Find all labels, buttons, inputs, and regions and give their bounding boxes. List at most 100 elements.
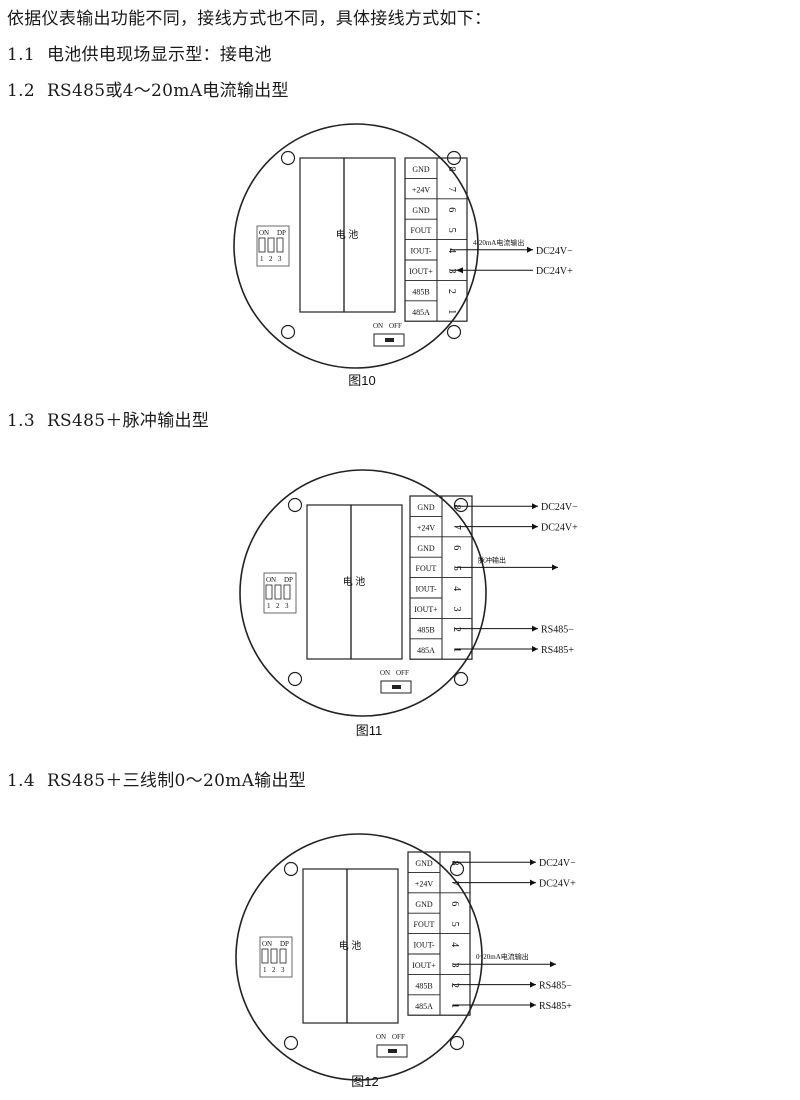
mounting-hole: [287, 497, 303, 513]
dip-number: 3: [281, 966, 285, 974]
battery-cell: [350, 504, 403, 660]
dip-number: 1: [260, 255, 264, 263]
terminal-number: 3: [449, 963, 460, 968]
terminal-number: 5: [446, 228, 457, 233]
dip-dp-label: DP: [284, 576, 293, 584]
terminal-number: 6: [449, 901, 460, 906]
power-switch: [376, 1044, 408, 1058]
terminal-number: 7: [446, 187, 457, 192]
terminal-label: IOUT-: [415, 585, 436, 594]
section-number: 1.2: [7, 81, 35, 101]
dip-number: 2: [272, 966, 276, 974]
mounting-hole: [280, 150, 296, 166]
dip-dp-label: DP: [277, 229, 286, 237]
terminal-number: 5: [449, 922, 460, 927]
terminal-number: 1: [451, 647, 462, 652]
arrow-head: [532, 503, 538, 510]
section-1-4: 1.4 RS485＋三线制0～20mA输出型: [7, 766, 306, 791]
terminal-label: GND: [417, 544, 435, 553]
terminal-number: 5: [451, 566, 462, 571]
terminal-label: GND: [415, 900, 433, 909]
dip-lever: [279, 948, 287, 964]
battery-label: 电 池: [336, 228, 359, 241]
terminal-label: 485B: [412, 287, 429, 296]
terminal-number: 6: [446, 207, 457, 212]
mounting-hole: [283, 861, 299, 877]
terminal-label: GND: [417, 503, 435, 512]
mounting-hole: [283, 1035, 299, 1051]
dip-number: 3: [278, 255, 282, 263]
terminal-number: 8: [451, 505, 462, 510]
wire-label: RS485−: [539, 981, 572, 992]
wire-label: RS485+: [539, 1001, 572, 1012]
arrow-head: [532, 625, 538, 632]
terminal-label: 485A: [417, 646, 435, 655]
dip-on-label: ON: [259, 229, 269, 237]
arrow-head: [532, 646, 538, 652]
terminal-number: 7: [451, 525, 462, 530]
board-outline: [239, 469, 487, 717]
battery-label: 电 池: [339, 939, 362, 952]
power-switch-knob: [392, 685, 401, 689]
switch-off-label: OFF: [392, 1033, 405, 1041]
section-number: 1.1: [7, 45, 35, 65]
section-title: RS485＋脉冲输出型: [46, 411, 210, 431]
dip-lever: [276, 237, 284, 253]
arrow-head: [530, 981, 536, 988]
figure-caption: 图11: [356, 723, 383, 738]
wire-label: RS485+: [541, 645, 574, 656]
dip-number: 3: [285, 602, 289, 610]
figure-caption: 图10: [348, 373, 375, 388]
wire-label: DC24V+: [536, 266, 573, 277]
terminal-number: 7: [449, 881, 460, 886]
terminal-label: +24V: [415, 879, 434, 888]
dip-number: 2: [276, 602, 280, 610]
terminal-number: 4: [446, 248, 457, 253]
dip-lever: [261, 948, 269, 964]
terminal-label: 485B: [415, 981, 432, 990]
switch-off-label: OFF: [396, 669, 409, 677]
power-switch-knob: [385, 338, 394, 342]
output-note: 0~20mA电流输出: [476, 952, 529, 961]
terminal-label: IOUT+: [414, 605, 438, 614]
arrow-head: [456, 267, 463, 274]
dip-lever: [283, 584, 291, 600]
terminal-number: 2: [451, 627, 462, 632]
terminal-label: 485B: [417, 625, 434, 634]
switch-on-label: ON: [380, 669, 390, 677]
dip-switch: [259, 936, 293, 978]
intro-text: 依据仪表输出功能不同，接线方式也不同，具体接线方式如下：: [7, 9, 492, 29]
wire-label: DC24V−: [536, 246, 573, 257]
figure-caption: 图12: [351, 1074, 378, 1089]
output-note: 4-20mA电流输出: [473, 238, 524, 247]
dip-on-label: ON: [266, 576, 276, 584]
section-title: RS485＋三线制0～20mA输出型: [46, 771, 307, 791]
dip-on-label: ON: [262, 940, 272, 948]
section-number: 1.4: [7, 771, 35, 791]
switch-off-label: OFF: [389, 322, 402, 330]
terminal-number: 4: [449, 942, 460, 947]
terminal-label: GND: [412, 206, 430, 215]
terminal-number: 3: [451, 607, 462, 612]
wire-label: RS485−: [541, 625, 574, 636]
battery-cell: [346, 868, 399, 1024]
dip-number: 1: [267, 602, 271, 610]
terminal-number: 1: [449, 1003, 460, 1008]
dip-dp-label: DP: [280, 940, 289, 948]
terminal-label: +24V: [417, 523, 436, 532]
dip-number: 2: [269, 255, 273, 263]
output-note: 脉冲输出: [478, 555, 506, 564]
dip-number: 1: [263, 966, 267, 974]
terminal-label: FOUT: [411, 226, 432, 235]
arrow-head: [530, 879, 536, 886]
power-switch: [380, 680, 412, 694]
mounting-hole: [453, 671, 469, 687]
terminal-number: 6: [451, 545, 462, 550]
board-outline: [233, 123, 479, 369]
mounting-hole: [446, 324, 462, 340]
section-number: 1.3: [7, 411, 35, 431]
